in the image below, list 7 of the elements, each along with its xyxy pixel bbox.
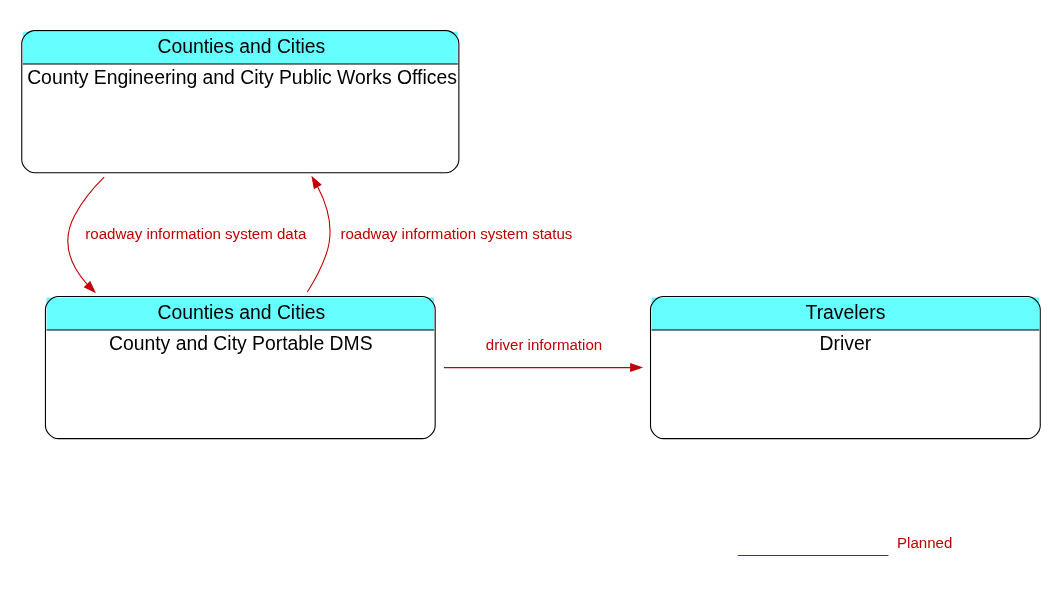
arrow bbox=[67, 176, 105, 293]
arrow bbox=[443, 362, 644, 372]
edge-label: driver information bbox=[485, 335, 603, 353]
arrow bbox=[306, 175, 331, 292]
legend-label: Planned bbox=[897, 533, 953, 551]
edge-label: roadway information system data bbox=[85, 224, 307, 242]
edge-label: roadway information system status bbox=[340, 224, 573, 242]
